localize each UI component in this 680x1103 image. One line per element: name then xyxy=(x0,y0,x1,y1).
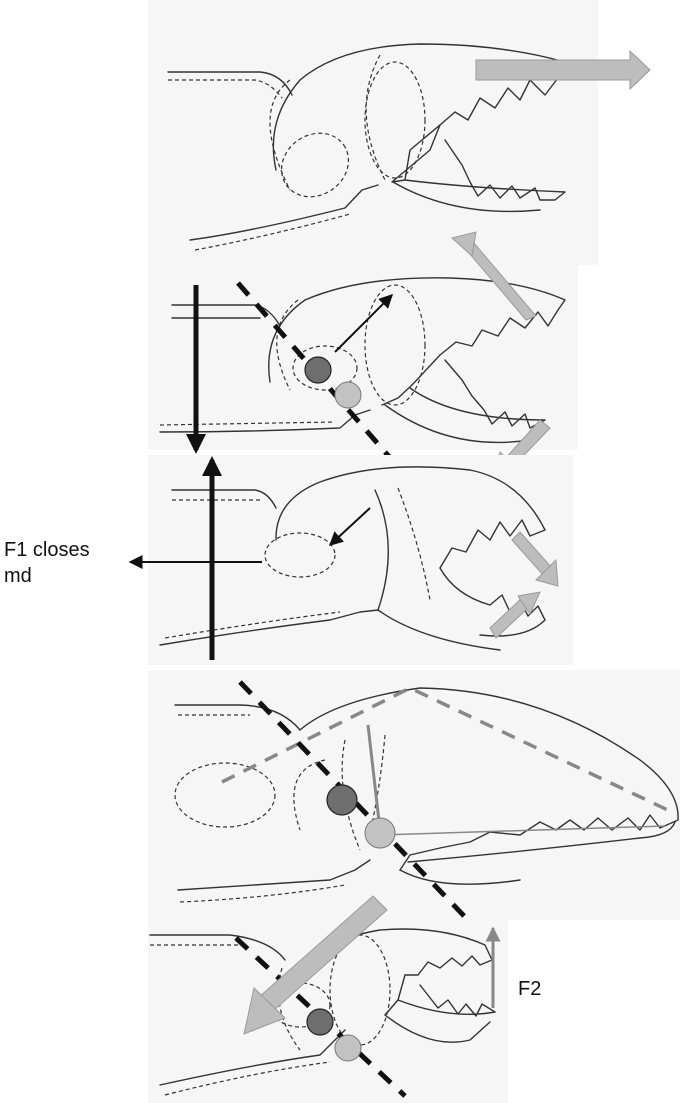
f1-label-line2: md xyxy=(4,563,90,589)
pivot-dark-dot xyxy=(327,785,357,815)
pivot-light-dot xyxy=(335,382,361,408)
pivot-light-dot xyxy=(335,1035,361,1061)
panel-5-small-claw xyxy=(148,896,508,1103)
panel-4-lever-geometry xyxy=(148,670,680,920)
f1-label-line1: F1 closes xyxy=(4,537,90,563)
panel-2-rotation xyxy=(148,232,578,474)
pivot-light-dot xyxy=(365,818,395,848)
f1-label: F1 closes md xyxy=(4,537,90,589)
panel-3-closing xyxy=(130,455,573,665)
pivot-dark-dot xyxy=(305,357,331,383)
panel-1-open-claw xyxy=(148,0,650,265)
f2-label: F2 xyxy=(518,976,541,1002)
pivot-dark-dot xyxy=(307,1009,333,1035)
